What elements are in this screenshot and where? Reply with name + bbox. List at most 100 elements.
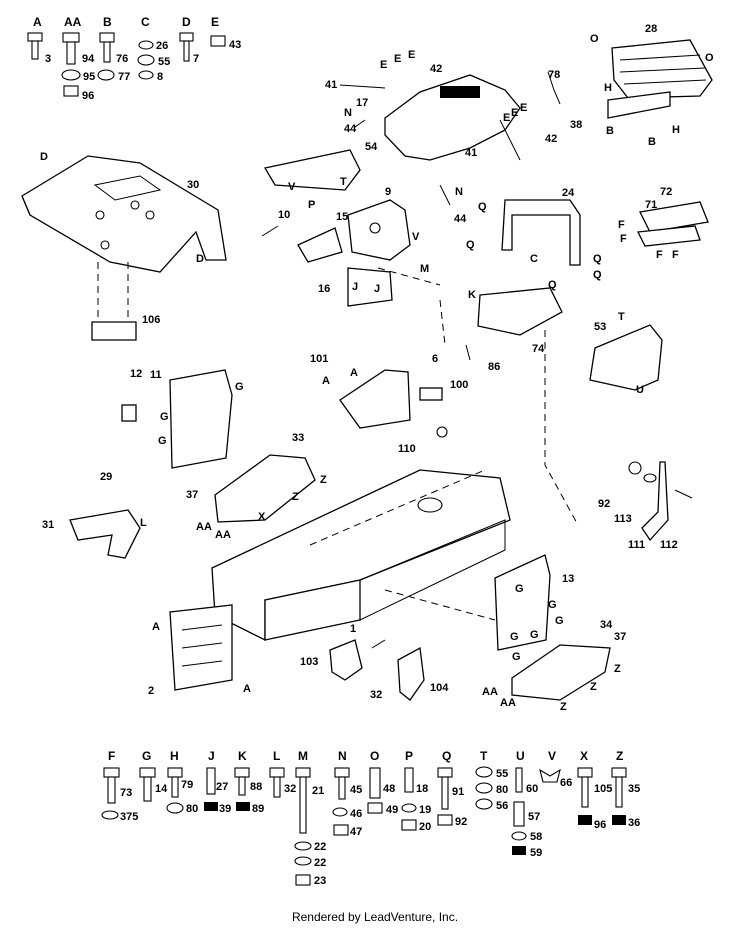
bracket-103 [329, 639, 363, 681]
wing-nut-icon [539, 768, 561, 783]
letter-Z-4: Z [590, 681, 597, 693]
callout-78: 78 [548, 69, 560, 81]
callout-100: 100 [450, 379, 468, 391]
hw-letter-B: B [103, 15, 112, 29]
callout-34: 34 [600, 619, 613, 631]
hw-part-M-1: 22 [314, 841, 326, 853]
hw-part-G-0: 14 [155, 783, 168, 795]
nut-icon [367, 802, 383, 814]
letter-G-9: G [512, 651, 521, 663]
plate-12 [121, 404, 137, 422]
callout-112: 112 [660, 539, 678, 551]
letter-E-2: E [394, 53, 401, 65]
letter-E-3: E [408, 49, 415, 61]
bracket-101: 101 A A A 6 100 110 [310, 353, 468, 455]
panel-54: 54 V T [263, 141, 378, 193]
bolt-icon [611, 767, 627, 778]
callout-101: 101 [310, 353, 328, 365]
hw-part-J-1: 39 [219, 803, 231, 815]
hw-part-T-0: 55 [496, 768, 508, 780]
main-frame: 1 A 2 A [148, 469, 511, 697]
bracket-11: 12 11 G G G [121, 368, 244, 469]
dash-panel [263, 149, 361, 191]
nut-icon [63, 85, 79, 97]
callout-13: 13 [562, 573, 574, 585]
side-plate [169, 369, 233, 469]
callout-10: 10 [278, 209, 290, 221]
letter-G-6: G [510, 631, 519, 643]
hw-part-H-0: 79 [181, 779, 193, 791]
bolt-icon [27, 32, 43, 42]
callout-104: 104 [430, 682, 449, 694]
letter-U-1: U [636, 384, 644, 396]
hw-letter-AA: AA [64, 15, 82, 29]
bracket-16: 16 J J [318, 267, 393, 307]
hw-part-A-0: 3 [45, 53, 51, 65]
hw-letter-N: N [338, 749, 347, 763]
hw-part-C-2: 8 [157, 71, 163, 83]
letter-H-1: H [604, 82, 612, 94]
washer-icon [511, 831, 527, 841]
letter-J-1: J [352, 281, 358, 293]
hw-letter-O: O [370, 749, 379, 763]
callout-11: 11 [150, 369, 162, 381]
hw-part-J-0: 27 [216, 781, 228, 793]
hw-part-C-1: 55 [158, 56, 170, 68]
letter-G-4: G [515, 583, 524, 595]
hw-part-T-1: 80 [496, 784, 508, 796]
hw-part-U-2: 58 [530, 831, 542, 843]
hood-assembly: D 30 D 106 [21, 151, 227, 341]
bracket-15 [297, 227, 343, 263]
letter-B-1: B [606, 125, 614, 137]
hw-part-O-1: 49 [386, 804, 398, 816]
callout-53: 53 [594, 321, 606, 333]
callout-54: 54 [365, 141, 378, 153]
washer-icon [475, 766, 493, 778]
washer-icon [401, 803, 417, 813]
bolt-icon [206, 767, 216, 795]
hw-part-Q-0: 91 [452, 786, 464, 798]
hw-part-K-0: 88 [250, 781, 262, 793]
washer-icon [475, 798, 493, 810]
callout-29: 29 [100, 471, 112, 483]
dash-cover: 17 41 E E E 42 N 44 E E E 42 41 [325, 49, 557, 161]
hw-letter-T: T [480, 749, 488, 763]
callout-103: 103 [300, 656, 318, 668]
steering-group: 9 V 10 P 15 N 44 M [261, 184, 467, 286]
brackets-103-104: 103 32 104 [300, 639, 449, 701]
callout-42-a: 42 [430, 63, 442, 75]
washer-icon [294, 856, 312, 866]
clip-nut-icon [210, 35, 226, 47]
bracket-31-plate [69, 509, 141, 559]
letter-G-8: G [555, 615, 564, 627]
hw-letter-J: J [208, 749, 215, 763]
callout-32: 32 [370, 689, 382, 701]
callout-110: 110 [398, 443, 416, 455]
tray-33: 33 Z Z 37 AA AA X [186, 432, 327, 541]
hw-letter-D: D [182, 15, 191, 29]
letter-B-2: B [648, 136, 656, 148]
letter-AA-3: AA [482, 686, 498, 698]
callout-9: 9 [385, 186, 391, 198]
hw-letter-X: X [580, 749, 588, 763]
callout-17: 17 [356, 97, 368, 109]
washer-icon [61, 69, 81, 81]
hw-part-Z-0: 35 [628, 783, 640, 795]
hw-letter-G: G [142, 749, 151, 763]
hw-part-F-0: 73 [120, 787, 132, 799]
hw-part-F-1: 375 [120, 811, 138, 823]
letter-Z-2: Z [292, 491, 299, 503]
letter-N-2: N [455, 186, 463, 198]
hw-part-Z-1: 36 [628, 817, 640, 829]
hw-letter-A: A [33, 15, 42, 29]
bolt-icon [295, 767, 311, 778]
washer-icon [166, 802, 184, 814]
hw-part-D-0: 7 [193, 53, 199, 65]
spacer-icon [513, 801, 525, 827]
letter-Q-5: Q [548, 279, 557, 291]
callout-38: 38 [570, 119, 582, 131]
callout-30: 30 [187, 179, 199, 191]
letter-F-4: F [672, 249, 679, 261]
bolt-icon [167, 767, 183, 778]
callout-37-b: 37 [614, 631, 626, 643]
